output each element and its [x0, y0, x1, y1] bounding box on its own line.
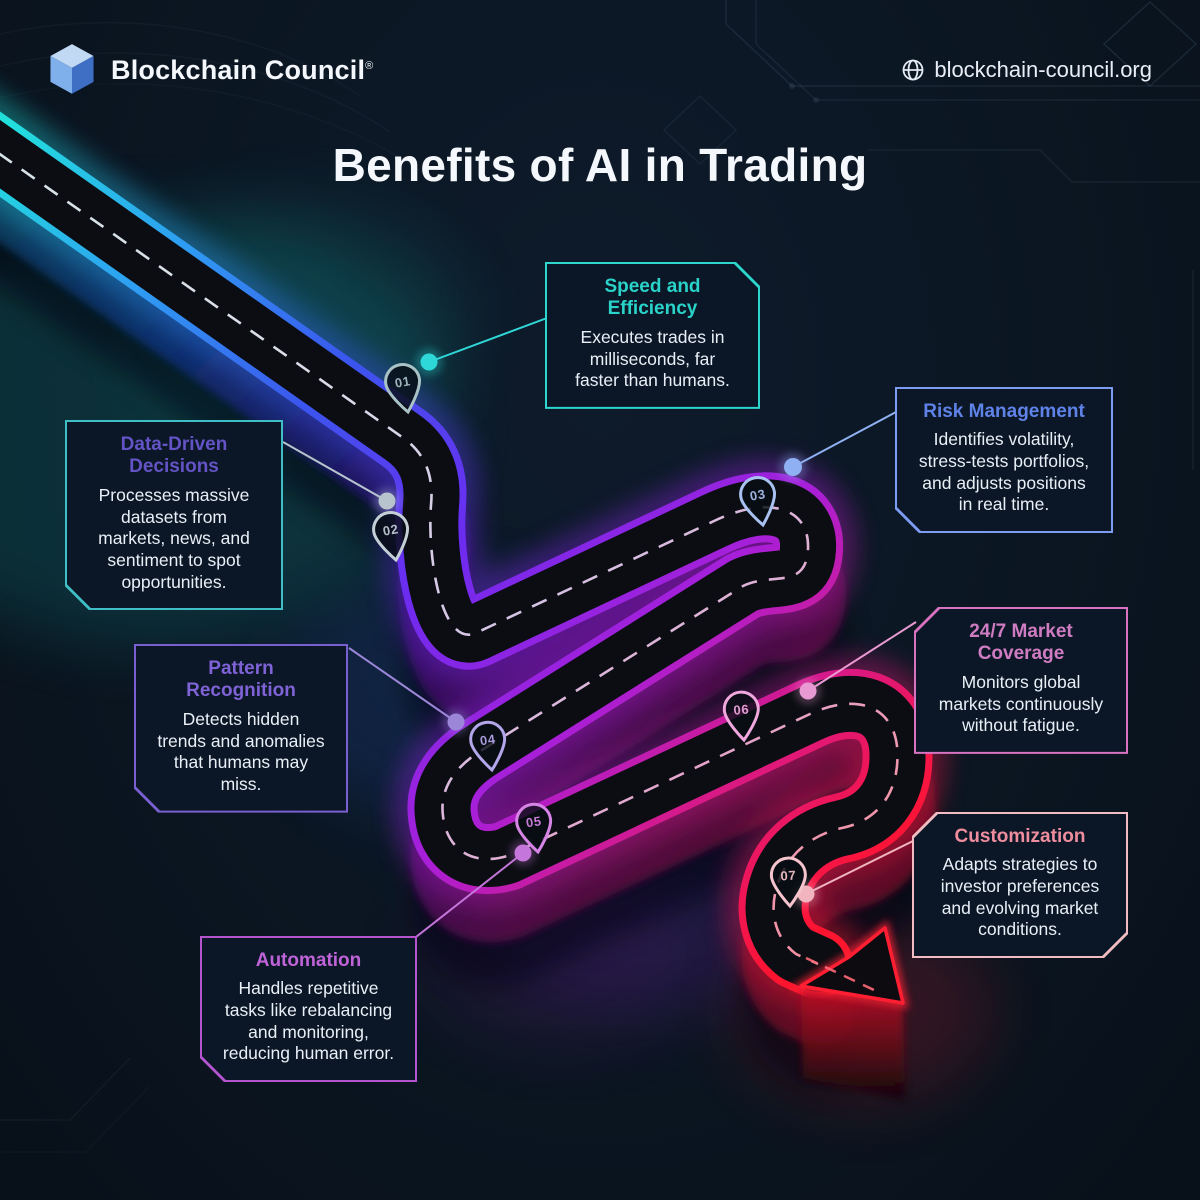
callout-body: Executes trades in milliseconds, far fas… [575, 326, 730, 391]
svg-text:02: 02 [382, 521, 400, 538]
callout-body: Processes massive datasets from markets,… [98, 484, 250, 592]
circuit-decoration [0, 0, 1200, 1121]
brand-header: Blockchain Council® [46, 42, 373, 98]
callout-title: Speed and Efficiency [604, 276, 701, 320]
callout-title: Data-Driven Decisions [120, 434, 228, 478]
callout-market-coverage: 24/7 Market Coverage Monitors global mar… [914, 607, 1128, 754]
website: blockchain-council.org [901, 57, 1152, 83]
brand-name: Blockchain Council® [111, 54, 374, 85]
callout-data-driven: Data-Driven Decisions Processes massive … [65, 420, 283, 610]
connector-06 [795, 621, 917, 704]
svg-text:04: 04 [479, 731, 497, 748]
pin-06: 06 [722, 690, 760, 743]
svg-text:05: 05 [525, 813, 543, 830]
callout-customization: Customization Adapts strategies to inves… [912, 812, 1128, 958]
registered-mark: ® [365, 59, 374, 72]
callout-pattern-recognition: Pattern Recognition Detects hidden trend… [134, 644, 348, 813]
pins: 01 02 03 04 05 06 [372, 362, 807, 909]
callout-title: Pattern Recognition [186, 658, 296, 702]
callout-title: 24/7 Market Coverage [969, 621, 1073, 665]
callout-risk-management: Risk Management Identifies volatility, s… [895, 387, 1113, 533]
callout-speed-efficiency: Speed and Efficiency Executes trades in … [545, 262, 760, 409]
connector-04 [348, 647, 469, 735]
arrowhead [799, 926, 905, 1005]
callout-body: Handles repetitive tasks like rebalancin… [222, 978, 395, 1064]
pin-05: 05 [515, 802, 553, 855]
globe-icon [902, 59, 924, 81]
callout-title: Risk Management [923, 401, 1085, 422]
connector-05 [415, 840, 536, 938]
connector-03 [779, 411, 897, 481]
svg-text:01: 01 [394, 373, 412, 390]
pin-02: 02 [372, 510, 409, 563]
page-title: Benefits of AI in Trading [332, 139, 868, 191]
callout-body: Adapts strategies to investor preference… [940, 854, 1100, 940]
callout-automation: Automation Handles repetitive tasks like… [200, 936, 417, 1082]
svg-text:07: 07 [780, 868, 796, 884]
pin-07: 07 [769, 856, 807, 909]
callout-title: Customization [954, 826, 1086, 847]
blockchain-council-logo-icon [50, 44, 94, 94]
svg-text:03: 03 [749, 486, 767, 503]
pin-01: 01 [384, 362, 421, 415]
callout-title: Automation [255, 950, 362, 971]
callout-body: Detects hidden trends and anomalies that… [157, 708, 325, 794]
connector-01 [415, 317, 548, 376]
callout-body: Monitors global markets continuously wit… [938, 671, 1104, 736]
pin-03: 03 [739, 475, 776, 528]
connector-02 [282, 441, 400, 514]
website-url: blockchain-council.org [934, 57, 1152, 82]
road-arrow [788, 920, 909, 1100]
pin-04: 04 [469, 720, 507, 773]
connectors [282, 317, 917, 938]
svg-text:06: 06 [733, 701, 750, 717]
callout-body: Identifies volatility, stress-tests port… [918, 429, 1090, 515]
